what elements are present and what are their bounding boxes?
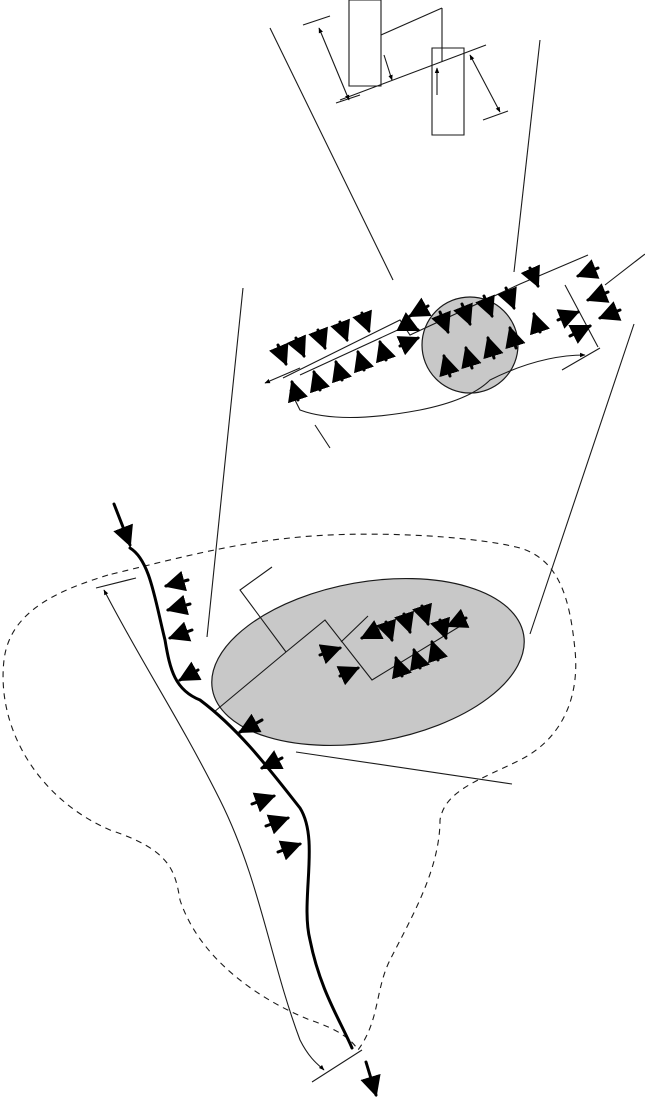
elliptical-zone bbox=[211, 577, 525, 747]
detail-inset bbox=[269, 0, 541, 281]
ellipse-arrows bbox=[318, 602, 470, 686]
lower-block bbox=[431, 47, 465, 136]
stepped-joint-trace bbox=[282, 254, 589, 379]
right-end-tick bbox=[564, 284, 599, 348]
projection-line-left-mid bbox=[206, 287, 244, 638]
right-end-tick-2 bbox=[561, 347, 601, 371]
paired-arrows-circle bbox=[431, 264, 550, 378]
dim-tick-top bbox=[302, 15, 331, 26]
upper-block bbox=[348, 0, 382, 87]
right-dimension-arrow bbox=[469, 54, 501, 113]
projection-line-right-mid bbox=[529, 323, 635, 635]
left-dimension-arrow bbox=[318, 27, 350, 101]
right-end-line bbox=[604, 253, 645, 286]
circular-zone bbox=[421, 296, 519, 394]
fault-entry-arrow bbox=[112, 502, 133, 547]
projection-line-left-top bbox=[269, 27, 394, 281]
regional-view bbox=[2, 502, 577, 1098]
offset-line bbox=[339, 44, 487, 101]
down-arrow bbox=[383, 54, 393, 81]
dim-tick-right bbox=[482, 110, 509, 121]
leader-line-a bbox=[380, 7, 443, 36]
lower-tick bbox=[314, 424, 331, 449]
projection-line-right-top bbox=[513, 39, 541, 273]
paired-arrows-step bbox=[396, 297, 432, 356]
length-dimension-arrow bbox=[103, 589, 325, 1071]
paired-arrows-right bbox=[556, 259, 622, 344]
curved-dimension-arrow bbox=[289, 352, 586, 419]
paired-arrows-left bbox=[268, 309, 396, 404]
intermediate-inset bbox=[206, 253, 645, 638]
fault-exit-arrow bbox=[360, 1060, 381, 1098]
joint-trace-parallel bbox=[299, 327, 403, 376]
length-tick-bottom bbox=[311, 1049, 363, 1083]
dashed-boundary bbox=[2, 533, 577, 1051]
ellipse-underline bbox=[295, 751, 513, 785]
length-tick-top bbox=[95, 577, 137, 589]
left-end-arrow bbox=[264, 367, 301, 384]
